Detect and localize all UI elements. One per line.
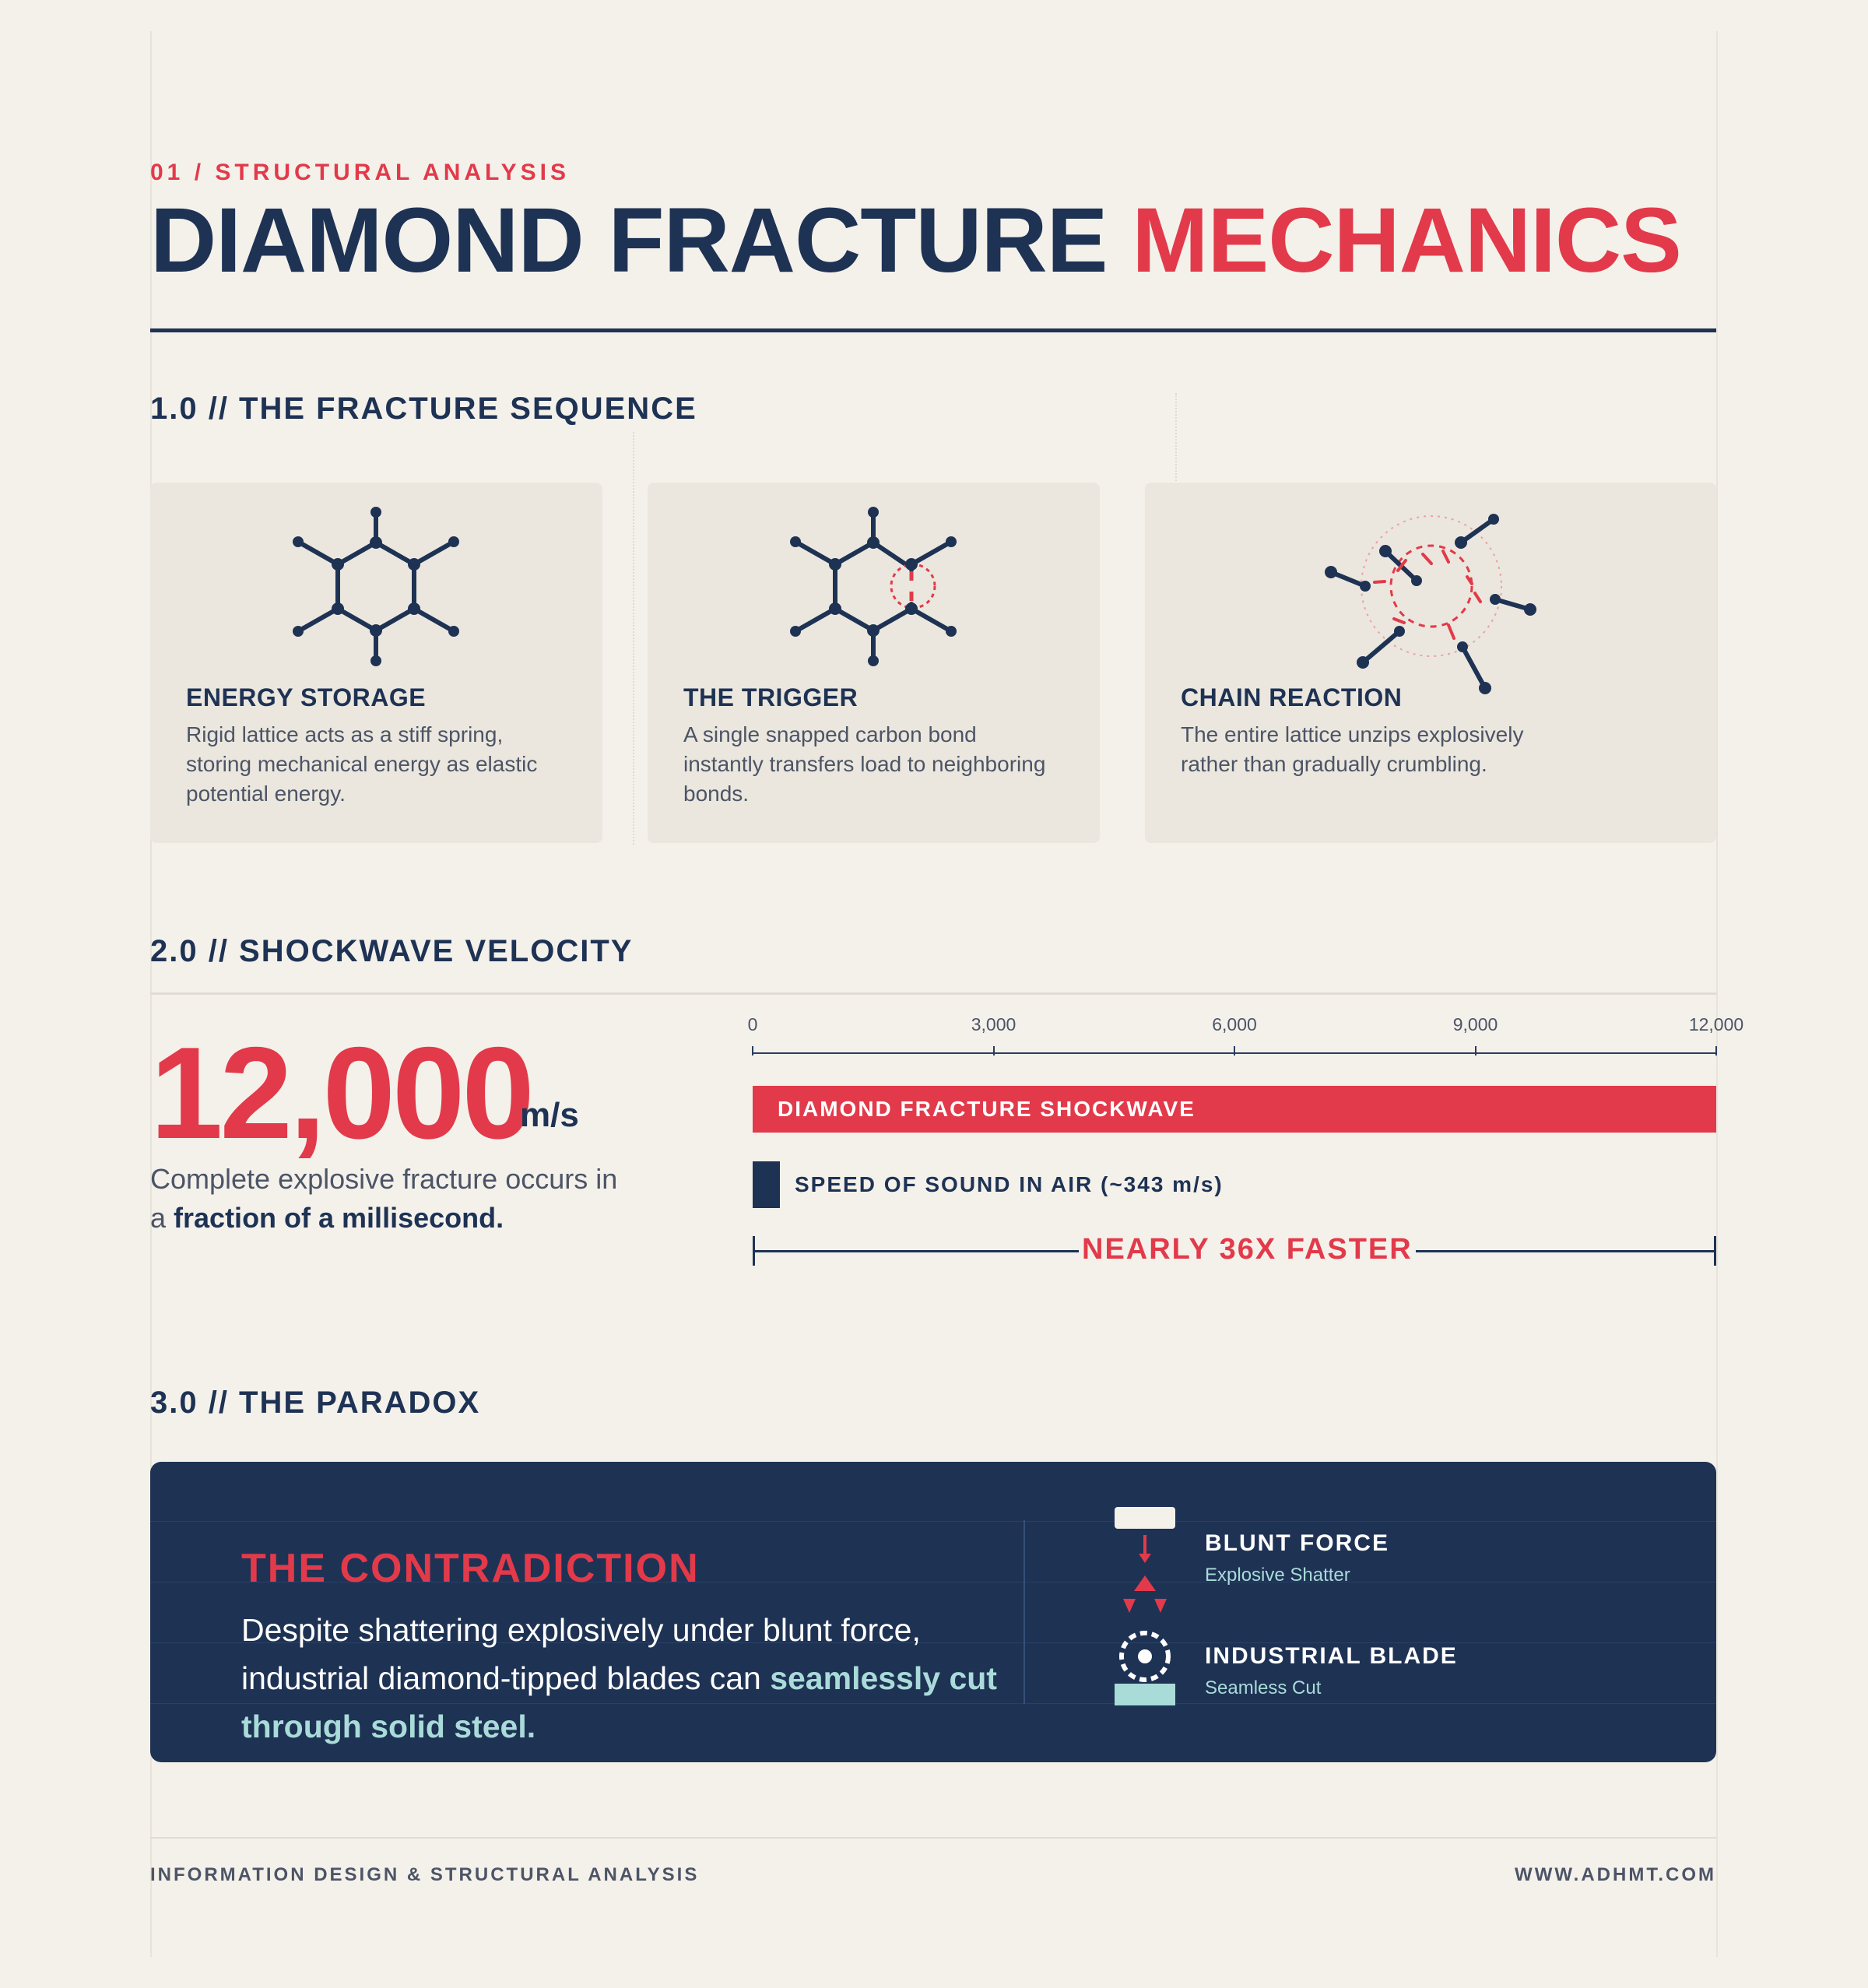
axis-tick-label: 0 (747, 1014, 758, 1034)
velocity-value: 12,000 (150, 1020, 535, 1166)
card-chain-reaction: CHAIN REACTION The entire lattice unzips… (1145, 483, 1716, 843)
contradiction-body: Despite shattering explosively under blu… (241, 1606, 1020, 1751)
paradox-panel: THE CONTRADICTION Despite shattering exp… (150, 1462, 1716, 1762)
card-the-trigger: THE TRIGGER A single snapped carbon bond… (648, 483, 1100, 843)
axis-tick-label: 6,000 (1212, 1014, 1257, 1034)
card-body: The entire lattice unzips explosively ra… (1181, 722, 1524, 776)
title-main: DIAMOND FRACTURE (150, 189, 1108, 292)
card-title: ENERGY STORAGE (186, 683, 427, 711)
axis-tick (992, 1046, 995, 1055)
axis-tick-label: 12,000 (1688, 1014, 1744, 1034)
dotted-divider (1175, 393, 1177, 486)
axis-tick (752, 1046, 753, 1055)
blade-sub: Seamless Cut (1205, 1677, 1322, 1698)
bar-label-sound: SPEED OF SOUND IN AIR (~343 m/s) (795, 1172, 1224, 1196)
body-plain: Despite shattering explosively under blu… (241, 1612, 921, 1696)
section-eyebrow: 01 / STRUCTURAL ANALYSIS (150, 160, 570, 185)
axis-tick-label: 9,000 (1452, 1014, 1498, 1034)
desc-bold: fraction of a millisecond. (174, 1202, 504, 1234)
snapped-bond-icon (790, 507, 957, 666)
axis-tick-label: 3,000 (971, 1014, 1017, 1034)
page-title: DIAMOND FRACTURE MECHANICS (150, 189, 1682, 292)
blade-title: INDUSTRIAL BLADE (1205, 1643, 1458, 1669)
shattered-lattice-icon (1325, 514, 1536, 694)
blunt-force-sub: Explosive Shatter (1205, 1565, 1350, 1586)
card-body: Rigid lattice acts as a stiff spring, st… (186, 722, 538, 806)
panel-line (150, 1642, 1716, 1643)
section-1-title: 1.0 // THE FRACTURE SEQUENCE (150, 392, 697, 426)
title-divider (150, 328, 1716, 332)
section-3-title: 3.0 // THE PARADOX (150, 1386, 481, 1420)
footer-divider (150, 1837, 1716, 1839)
footer-website[interactable]: WWW.ADHMT.COM (1515, 1864, 1716, 1885)
panel-divider (1024, 1520, 1025, 1704)
right-guide (1716, 31, 1718, 1957)
chart-bar-sound (753, 1161, 781, 1208)
comparison-label: NEARLY 36X FASTER (1079, 1233, 1416, 1266)
contradiction-title: THE CONTRADICTION (241, 1546, 700, 1591)
blunt-force-title: BLUNT FORCE (1205, 1530, 1389, 1556)
card-title: THE TRIGGER (683, 683, 859, 711)
desc-plain: Complete explosive fracture occurs in a (150, 1163, 618, 1234)
bracket-end-right (1714, 1236, 1716, 1266)
section-2-title: 2.0 // SHOCKWAVE VELOCITY (150, 934, 634, 968)
axis-tick (1234, 1046, 1235, 1055)
axis-tick (1474, 1046, 1476, 1055)
bar-label-diamond: DIAMOND FRACTURE SHOCKWAVE (778, 1097, 1196, 1121)
panel-line (150, 1703, 1716, 1704)
card-body: A single snapped carbon bond instantly t… (683, 722, 1046, 806)
axis-tick (1715, 1046, 1717, 1055)
velocity-description: Complete explosive fracture occurs in a … (150, 1160, 633, 1238)
title-accent: MECHANICS (1132, 189, 1682, 292)
bracket-end-left (753, 1236, 755, 1266)
paradox-icons (1115, 1507, 1175, 1705)
velocity-unit: m/s (520, 1096, 579, 1134)
section-2-divider (150, 992, 1716, 995)
panel-line (150, 1521, 1716, 1522)
saw-blade-icon (1115, 1631, 1175, 1705)
card-energy-storage: ENERGY STORAGE Rigid lattice acts as a s… (150, 483, 602, 843)
chart-bar-diamond: DIAMOND FRACTURE SHOCKWAVE (753, 1086, 1716, 1133)
body-highlight: seamlessly cut through solid steel. (241, 1660, 997, 1744)
card-title: CHAIN REACTION (1181, 683, 1403, 711)
hammer-impact-icon (1115, 1507, 1175, 1613)
footer-credit: INFORMATION DESIGN & STRUCTURAL ANALYSIS (150, 1864, 700, 1885)
hexagon-lattice-icon (293, 507, 459, 666)
dotted-divider (633, 432, 634, 845)
